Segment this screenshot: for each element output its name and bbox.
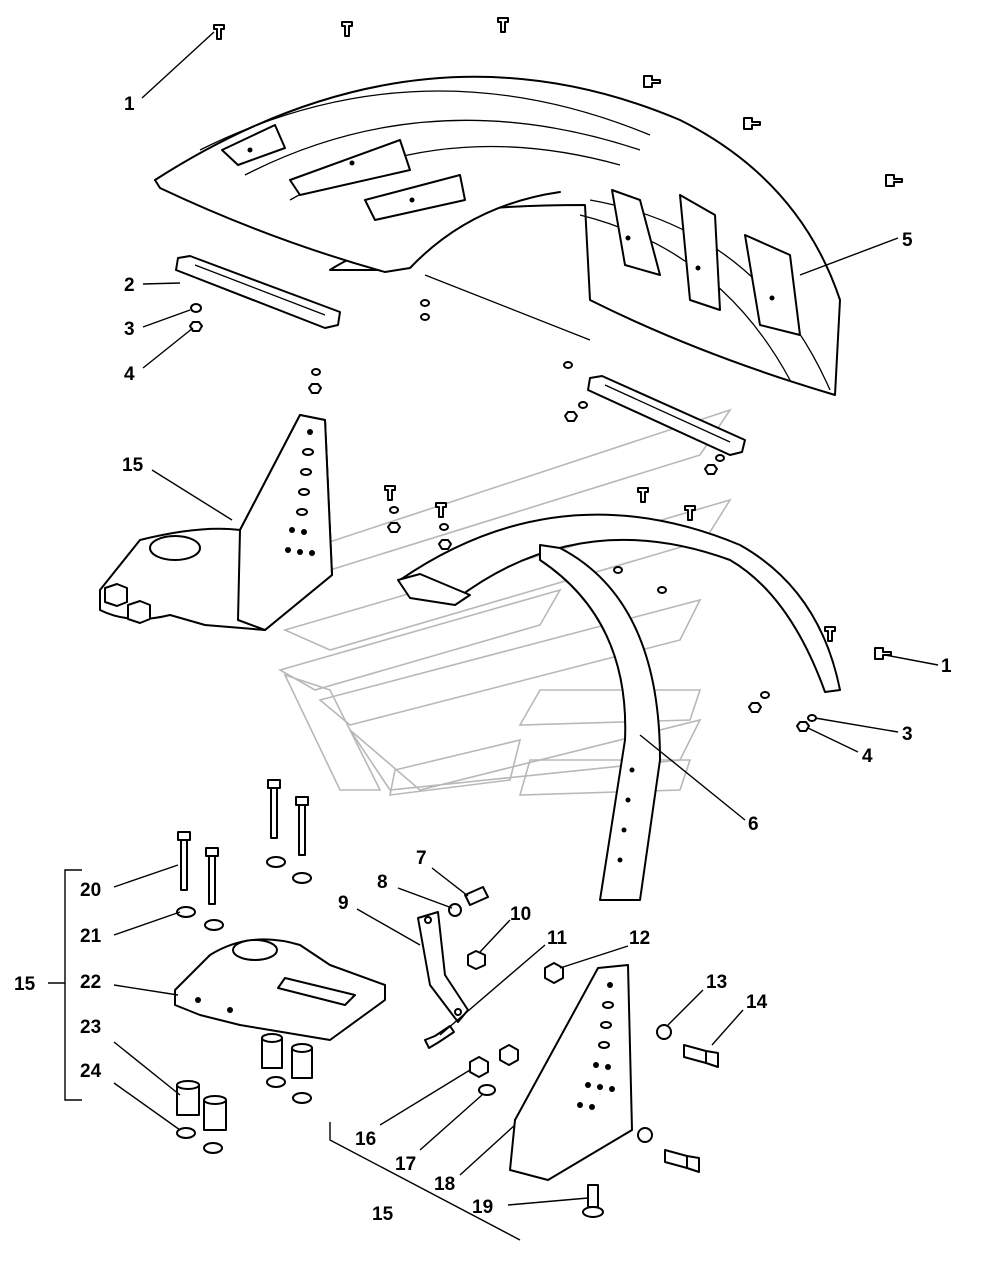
callout-15-top: 15 xyxy=(122,455,144,476)
leader-lines xyxy=(113,31,939,1206)
mounting-bracket-assembly-top xyxy=(99,414,333,631)
nuts-and-washers xyxy=(189,299,817,732)
callout-18: 18 xyxy=(434,1174,455,1195)
callout-7: 7 xyxy=(416,848,427,869)
callout-4: 4 xyxy=(124,364,135,385)
callout-19: 19 xyxy=(472,1197,493,1218)
fender-shell xyxy=(154,75,841,396)
nut-16-washer-17 xyxy=(469,1044,519,1096)
side-bracket-18 xyxy=(509,964,633,1181)
callout-11: 11 xyxy=(547,928,568,949)
callout-24: 24 xyxy=(80,1061,102,1082)
callout-17: 17 xyxy=(395,1154,416,1175)
bolts-middle xyxy=(384,485,892,660)
nut-10 xyxy=(467,950,486,970)
callout-14: 14 xyxy=(746,992,768,1013)
callout-13: 13 xyxy=(706,972,727,993)
tie-rod xyxy=(424,274,591,341)
callout-6: 6 xyxy=(748,814,759,835)
fender-support-arm xyxy=(397,513,841,901)
callout-1-right: 1 xyxy=(941,656,952,677)
mounting-strap-left xyxy=(175,255,341,329)
screws-top xyxy=(213,17,903,187)
callout-5: 5 xyxy=(902,230,913,251)
group-bracket-15 xyxy=(48,869,521,1241)
nut-12 xyxy=(544,962,564,984)
bolt-7-washer-8 xyxy=(448,886,489,917)
callout-9: 9 xyxy=(338,893,349,914)
washer-13-bolt-14 xyxy=(637,1024,719,1173)
watermark-logo xyxy=(277,408,732,796)
callout-16: 16 xyxy=(355,1129,376,1150)
callout-4-right: 4 xyxy=(862,746,873,767)
callout-23: 23 xyxy=(80,1017,101,1038)
bolt-11 xyxy=(424,1025,455,1049)
base-plate-22 xyxy=(174,938,386,1041)
callout-3-right: 3 xyxy=(902,724,913,745)
callout-2: 2 xyxy=(124,275,135,296)
washer-21 xyxy=(176,906,224,931)
callout-22: 22 xyxy=(80,972,101,993)
mounting-strap-right xyxy=(587,375,746,456)
callout-labels: 1 2 3 4 15 5 1 3 4 6 7 8 9 10 11 12 13 1… xyxy=(14,94,952,1225)
callout-20: 20 xyxy=(80,880,101,901)
callout-3: 3 xyxy=(124,319,135,340)
callout-15-group: 15 xyxy=(14,974,36,995)
bracket-9 xyxy=(417,911,469,1023)
callout-12: 12 xyxy=(629,928,650,949)
bolts-long xyxy=(177,779,312,905)
callout-21: 21 xyxy=(80,926,102,947)
callout-15-bottom: 15 xyxy=(372,1204,394,1225)
spacer-bushings xyxy=(176,1033,313,1154)
callout-8: 8 xyxy=(377,872,388,893)
bolt-19 xyxy=(582,1184,604,1218)
callout-1: 1 xyxy=(124,94,135,115)
callout-10: 10 xyxy=(510,904,531,925)
